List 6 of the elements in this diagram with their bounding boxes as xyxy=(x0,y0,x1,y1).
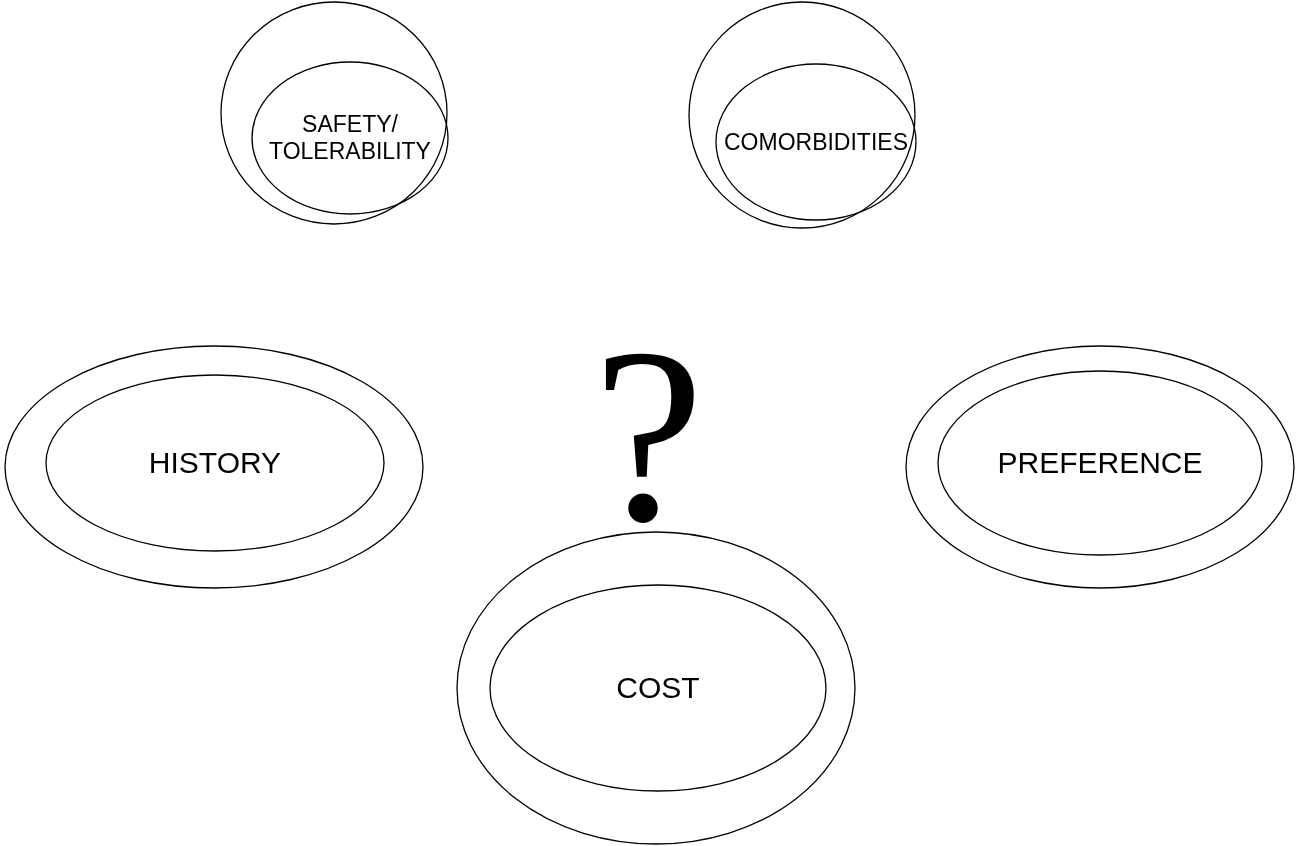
question-mark: ? xyxy=(593,310,704,560)
node-label: COST xyxy=(615,670,701,706)
node-label: PREFERENCE xyxy=(996,445,1204,481)
node-label: COMORBIDITIES xyxy=(723,128,909,156)
node-label: SAFETY/ TOLERABILITY xyxy=(268,111,432,165)
node-label: HISTORY xyxy=(147,445,283,481)
